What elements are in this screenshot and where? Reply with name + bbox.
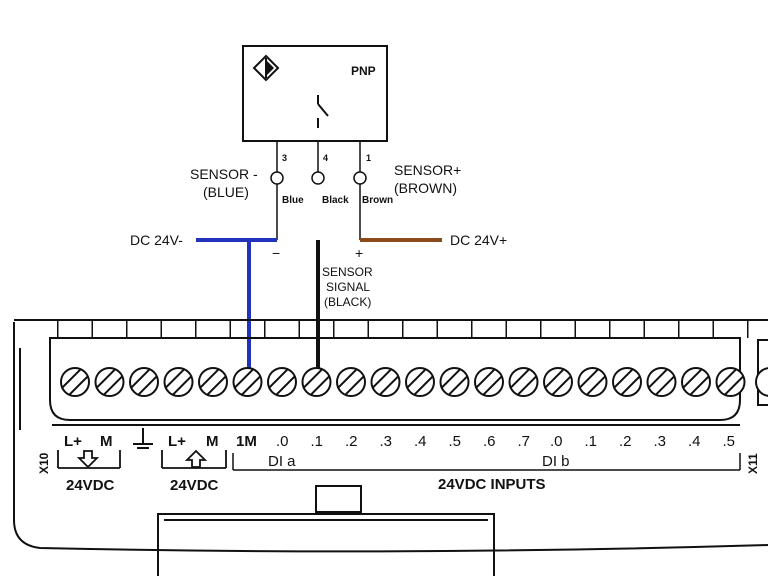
pin-1-connector [353, 171, 367, 185]
dib-channel-label: .1 [585, 433, 598, 450]
pin-number-4: 4 [323, 153, 328, 163]
supply2-m: M [206, 433, 219, 450]
ground-icon [133, 428, 153, 449]
wire-label-blue: Blue [282, 195, 304, 206]
terminal-screw [336, 367, 366, 397]
terminal-screw [439, 367, 470, 397]
supply1-voltage: 24VDC [66, 477, 115, 494]
terminal-screw [94, 367, 125, 397]
terminal-strip [60, 367, 746, 397]
terminal-screw [474, 367, 504, 397]
plc-body [13, 319, 768, 553]
signal-label-1: SENSOR [322, 265, 373, 279]
dia-bracket [232, 453, 540, 471]
signal-label-2: SIGNAL [326, 280, 370, 294]
pin-number-1: 1 [366, 153, 371, 163]
terminal-tabs [57, 320, 749, 338]
sensor-minus-color: (BLUE) [203, 184, 249, 200]
blue-wire [196, 238, 277, 368]
supply2-lplus: L+ [168, 433, 186, 450]
terminal-screw [715, 367, 746, 397]
dia-channel-label: .3 [380, 433, 393, 450]
pin-4-connector [311, 171, 325, 185]
pin-number-3: 3 [282, 153, 287, 163]
terminal-screw [163, 367, 194, 397]
dia-channel-label: .1 [311, 433, 324, 450]
terminal-screw [267, 367, 297, 397]
sensor-minus-label: SENSOR - [190, 166, 258, 182]
dia-channel-label: .7 [518, 433, 531, 450]
terminal-screw [681, 367, 711, 397]
dia-channel-label: .5 [449, 433, 462, 450]
terminal-screw [301, 367, 332, 397]
terminal-screw [508, 367, 539, 397]
terminal-screw [405, 367, 435, 397]
sensor-leads [276, 141, 361, 240]
minus-sign: − [272, 245, 280, 261]
arrow-down-icon [57, 450, 121, 469]
pin-3-connector [270, 171, 284, 185]
terminal-screw [198, 367, 228, 397]
plus-sign: + [355, 245, 363, 261]
terminal-screw [370, 367, 401, 397]
supply1-lplus: L+ [64, 433, 82, 450]
supply1-m: M [100, 433, 113, 450]
dc-negative-label: DC 24V- [130, 232, 183, 248]
supply2-voltage: 24VDC [170, 477, 219, 494]
sensor-box [242, 45, 388, 142]
dib-channel-label: .3 [654, 433, 667, 450]
x11-label: X11 [746, 453, 760, 474]
dib-channel-label: .2 [619, 433, 632, 450]
x10-label: X10 [37, 452, 51, 474]
sensor-plus-color: (BROWN) [394, 180, 457, 196]
arrow-up-icon [161, 449, 227, 469]
connector-housing [157, 485, 495, 576]
terminal-partial-right [755, 367, 768, 397]
signal-label-3: (BLACK) [324, 295, 371, 309]
terminal-screw [577, 367, 608, 397]
terminal-screw [232, 367, 263, 397]
dia-channel-label: .0 [276, 433, 289, 450]
wire-label-brown: Brown [362, 195, 393, 206]
terminal-screw [543, 367, 573, 397]
dib-channel-label: .5 [723, 433, 736, 450]
dia-label: DI a [268, 453, 296, 470]
wire-label-black: Black [322, 195, 349, 206]
switch-contact-icon [317, 95, 329, 128]
terminal-screw [60, 367, 90, 397]
sensor-plus-label: SENSOR+ [394, 162, 461, 178]
terminal-screw [612, 367, 642, 397]
dib-channel-label: .0 [550, 433, 563, 450]
dib-label: DI b [542, 453, 570, 470]
common-label: 1M [236, 433, 257, 450]
dia-channel-labels: .0 .1 .2 .3 .4 .5 .6 .7 [276, 433, 530, 450]
dia-channel-label: .2 [345, 433, 358, 450]
dia-channel-label: .4 [414, 433, 427, 450]
terminal-screw [646, 367, 677, 397]
dib-channel-label: .4 [688, 433, 701, 450]
dia-channel-label: .6 [483, 433, 496, 450]
dc-positive-label: DC 24V+ [450, 232, 507, 248]
inputs-label: 24VDC INPUTS [438, 476, 546, 493]
proximity-sensor-icon [252, 54, 280, 82]
dib-channel-labels: .0 .1 .2 .3 .4 .5 [550, 433, 735, 450]
terminal-screw [129, 367, 159, 397]
dib-bracket [540, 453, 741, 471]
sensor-type: PNP [351, 64, 376, 78]
